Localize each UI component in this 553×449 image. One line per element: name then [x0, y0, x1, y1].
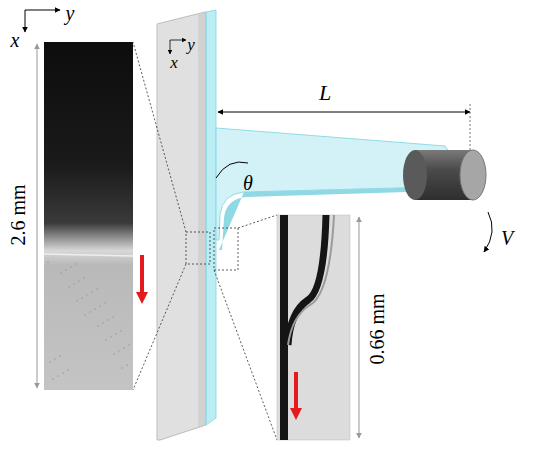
speckle [49, 361, 51, 363]
speckle [65, 269, 67, 271]
axis-label: y [187, 36, 195, 53]
axis-label: y [66, 3, 75, 23]
speckle [121, 367, 123, 369]
speckle [59, 355, 61, 357]
speckle [60, 272, 62, 274]
speckle [99, 305, 101, 307]
drawing-part [25, 10, 26, 32]
drawing-part [277, 215, 350, 440]
drawing-part [170, 40, 186, 41]
speckle [68, 286, 70, 288]
length-dimension [218, 104, 470, 150]
photo-texture [47, 261, 130, 380]
axis-label: x [11, 30, 20, 50]
speckle [73, 283, 75, 285]
speckle [110, 336, 112, 338]
plate-axes [170, 40, 186, 54]
rotation-arrow [484, 212, 492, 252]
speckle [52, 378, 54, 380]
angle-label: θ [243, 173, 253, 193]
drawing-part [214, 228, 238, 270]
dimension-label: 0.66 mm [367, 293, 387, 364]
speckle [70, 266, 72, 268]
speckle [112, 316, 114, 318]
axes [25, 10, 60, 32]
speckle [118, 350, 120, 352]
speckle [75, 263, 77, 265]
dimension-label: 2.6 mm [8, 184, 28, 245]
speckle [123, 347, 125, 349]
drawing-part [288, 215, 334, 345]
glass-plate [157, 12, 206, 440]
speckle [84, 314, 86, 316]
speckle [89, 311, 91, 313]
speckle [96, 288, 98, 290]
drawing-part [133, 42, 186, 232]
liquid-film [206, 10, 216, 425]
dimension-line [359, 217, 360, 438]
drawing-part [25, 10, 60, 11]
speckle [113, 353, 115, 355]
velocity-label: V [501, 228, 513, 248]
speckle [107, 319, 109, 321]
speckle [78, 280, 80, 282]
speckle [97, 325, 99, 327]
glass-plate-face [198, 12, 206, 428]
drawing-part [186, 232, 210, 264]
drawing-part [170, 40, 171, 54]
drawing-part [280, 215, 288, 440]
interface-line [44, 254, 133, 256]
drawing-part [218, 112, 470, 113]
speckle [115, 333, 117, 335]
speckle [91, 291, 93, 293]
speckle [102, 322, 104, 324]
speckle [128, 344, 130, 346]
length-label: L [317, 82, 333, 104]
speckle [76, 300, 78, 302]
speckle [47, 261, 49, 263]
dimension-line [37, 44, 38, 388]
roller [403, 150, 486, 200]
speckle [62, 372, 64, 374]
drawing-part [133, 264, 186, 390]
axis-label: x [170, 54, 178, 71]
speckle [67, 369, 69, 371]
drawing-part [460, 150, 486, 200]
drawing-part [403, 150, 427, 200]
drawing-part [277, 215, 350, 440]
speckle [94, 308, 96, 310]
speckle [126, 364, 128, 366]
photo-large [44, 42, 133, 390]
speckle [81, 297, 83, 299]
speckle [120, 330, 122, 332]
photo-small [277, 215, 350, 440]
speckle [105, 339, 107, 341]
drawing-part [470, 104, 471, 150]
drawing-part [214, 270, 277, 440]
speckle [54, 358, 56, 360]
speckle [57, 375, 59, 377]
zoom-indicators [133, 42, 277, 440]
red-arrow [294, 372, 298, 414]
speckle [86, 294, 88, 296]
drawing-part [238, 215, 277, 228]
red-arrow [140, 255, 144, 298]
speckle [104, 302, 106, 304]
speckle [83, 277, 85, 279]
